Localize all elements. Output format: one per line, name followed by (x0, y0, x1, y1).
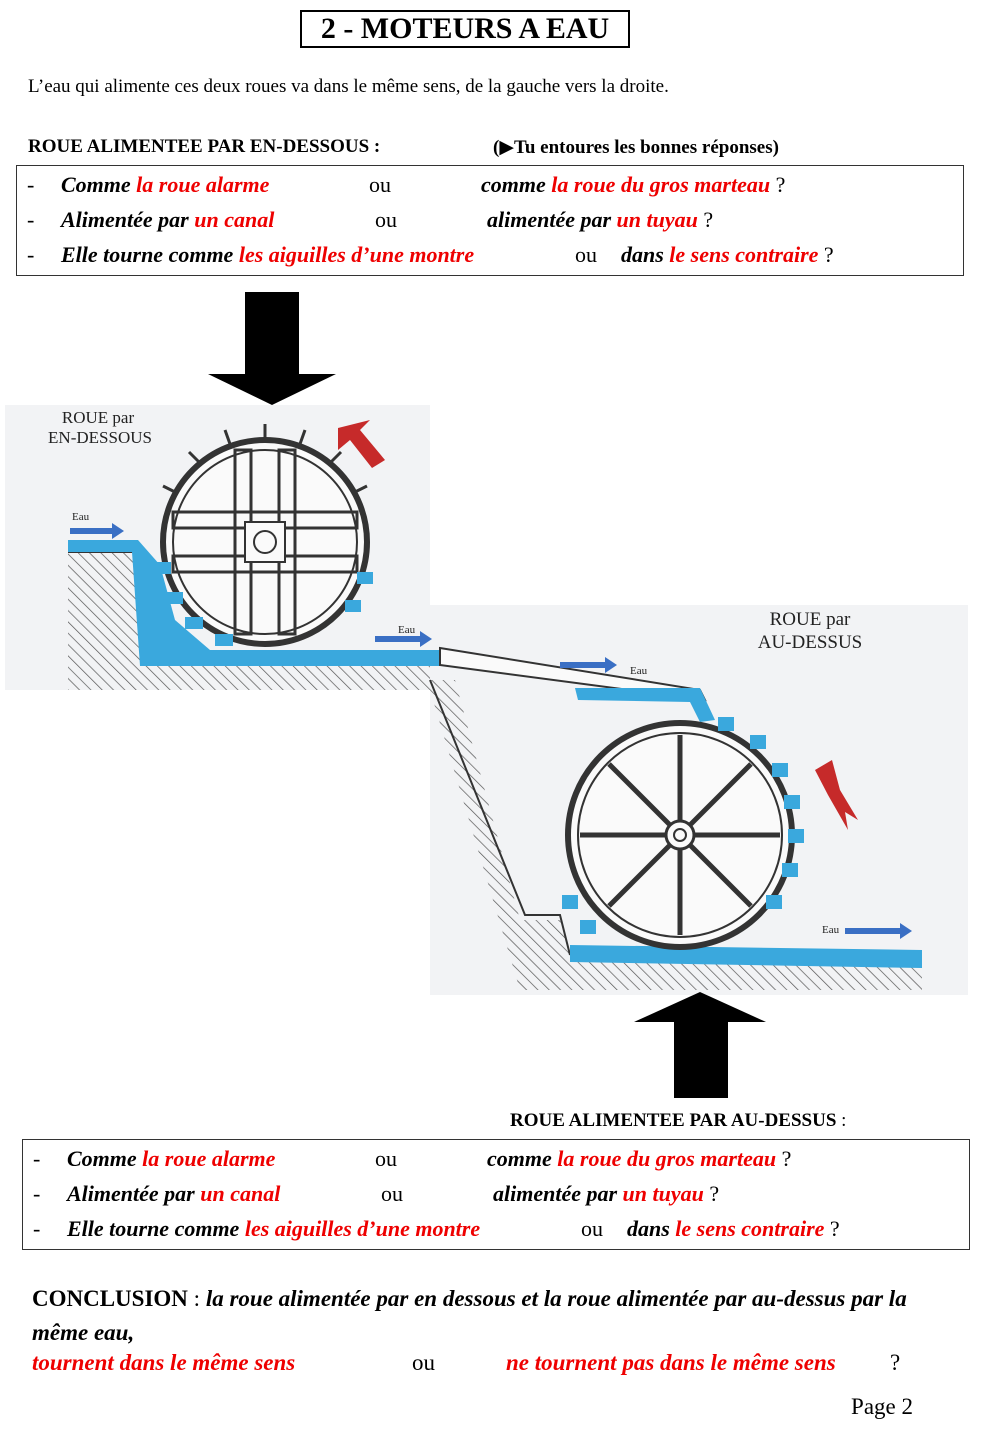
question-left: Comme la roue alarme (61, 172, 269, 198)
question-right: dans le sens contraire ? (621, 242, 834, 268)
q-prefix: Comme (67, 1146, 143, 1171)
answer-option[interactable]: un canal (194, 207, 275, 232)
q-prefix: alimentée par (493, 1181, 623, 1206)
q-prefix: alimentée par (487, 207, 617, 232)
intro-text: L’eau qui alimente ces deux roues va dan… (28, 76, 669, 97)
question-left: Elle tourne comme les aiguilles d’une mo… (67, 1216, 480, 1242)
up-arrow (634, 992, 766, 1098)
section-heading-over: ROUE ALIMENTEE PAR AU-DESSUS : (510, 1110, 846, 1132)
water-flow-arrows (70, 523, 912, 939)
undershot-wheel (153, 424, 373, 647)
answer-option[interactable]: la roue alarme (142, 1146, 276, 1171)
page-title: 2 - MOTEURS A EAU (300, 10, 630, 48)
answer-option[interactable]: un canal (200, 1181, 281, 1206)
answer-box-over: - Comme la roue alarme ou comme la roue … (22, 1139, 970, 1250)
row-dash: - (27, 207, 35, 232)
or-text: ou (369, 172, 391, 197)
q-prefix: Alimentée par (61, 207, 195, 232)
q-prefix: dans (627, 1216, 676, 1241)
answer-box-under: - Comme la roue alarme ou comme la roue … (16, 165, 964, 276)
question-left: Elle tourne comme les aiguilles d’une mo… (61, 242, 474, 268)
or-text: ou (375, 207, 397, 232)
section-heading-over-text: ROUE ALIMENTEE PAR AU-DESSUS (510, 1110, 837, 1131)
q-prefix: comme (481, 172, 552, 197)
or-text: ou (375, 1146, 397, 1171)
question-left: Alimentée par un canal (67, 1181, 280, 1207)
q-prefix: Comme (61, 172, 137, 197)
row-dash: - (27, 172, 35, 197)
rotation-arrow-left (338, 420, 385, 468)
q-prefix: dans (621, 242, 670, 267)
conclusion-label: CONCLUSION (32, 1286, 188, 1311)
section-heading-over-colon: : (841, 1110, 847, 1131)
question-mark: ? (781, 1146, 792, 1171)
row-dash: - (33, 1216, 41, 1241)
question-right: comme la roue du gros marteau ? (487, 1146, 791, 1172)
channel (439, 646, 715, 722)
water-label-2: Eau (398, 624, 416, 636)
q-prefix: Elle tourne comme (61, 242, 239, 267)
answer-option[interactable]: la roue du gros marteau (551, 172, 771, 197)
instruction-text: (▶Tu entoures les bonnes réponses) (493, 137, 779, 158)
question-left: Comme la roue alarme (67, 1146, 275, 1172)
answer-option[interactable]: la roue alarme (136, 172, 270, 197)
or-text: ou (575, 242, 597, 267)
question-mark: ? (709, 1181, 720, 1206)
page-number: Page 2 (851, 1394, 913, 1419)
conclusion-option-same[interactable]: tournent dans le même sens (32, 1350, 296, 1375)
ground-right (429, 679, 922, 990)
water-label-4: Eau (822, 924, 840, 936)
label-undershot-line2: EN-DESSOUS (48, 428, 152, 447)
conclusion: CONCLUSION : la roue alimentée par en de… (32, 1282, 932, 1350)
conclusion-options: tournent dans le même sens ou ne tournen… (32, 1350, 932, 1384)
answer-option[interactable]: les aiguilles d’une montre (238, 242, 475, 267)
question-right: dans le sens contraire ? (627, 1216, 840, 1242)
question-mark: ? (703, 207, 714, 232)
conclusion-option-different[interactable]: ne tournent pas dans le même sens (506, 1350, 836, 1375)
or-text: ou (412, 1350, 435, 1375)
water-label-1: Eau (72, 511, 90, 523)
row-dash: - (27, 242, 35, 267)
q-prefix: comme (487, 1146, 558, 1171)
section-heading-under: ROUE ALIMENTEE PAR EN-DESSOUS : (28, 136, 381, 157)
answer-option[interactable]: le sens contraire (669, 242, 819, 267)
question-right: comme la roue du gros marteau ? (481, 172, 785, 198)
row-dash: - (33, 1181, 41, 1206)
q-prefix: Elle tourne comme (67, 1216, 245, 1241)
question-right: alimentée par un tuyau ? (487, 207, 713, 233)
overshot-wheel (562, 717, 804, 950)
conclusion-text: la roue alimentée par en dessous et la r… (32, 1286, 907, 1345)
row-dash: - (33, 1146, 41, 1171)
label-overshot-line2: AU-DESSUS (758, 632, 863, 653)
water-right (570, 945, 922, 968)
answer-option[interactable]: le sens contraire (675, 1216, 825, 1241)
conclusion-colon: : (187, 1286, 206, 1311)
answer-option[interactable]: les aiguilles d’une montre (244, 1216, 481, 1241)
question-mark: ? (890, 1350, 901, 1375)
or-text: ou (581, 1216, 603, 1241)
question-mark: ? (829, 1216, 840, 1241)
q-prefix: Alimentée par (67, 1181, 201, 1206)
answer-option[interactable]: la roue du gros marteau (557, 1146, 777, 1171)
answer-option[interactable]: un tuyau (616, 207, 698, 232)
label-undershot-line1: ROUE par (62, 408, 135, 427)
question-right: alimentée par un tuyau ? (493, 1181, 719, 1207)
label-overshot-line1: ROUE par (770, 609, 851, 630)
question-mark: ? (775, 172, 786, 197)
question-mark: ? (823, 242, 834, 267)
water-label-3: Eau (630, 665, 648, 677)
answer-option[interactable]: un tuyau (622, 1181, 704, 1206)
question-left: Alimentée par un canal (61, 207, 274, 233)
rotation-arrow-right (815, 760, 858, 830)
water-wheels-diagram: ROUE par EN-DESSOUS ROUE par AU-DESSUS E… (5, 292, 968, 1098)
or-text: ou (381, 1181, 403, 1206)
down-arrow (208, 292, 336, 405)
